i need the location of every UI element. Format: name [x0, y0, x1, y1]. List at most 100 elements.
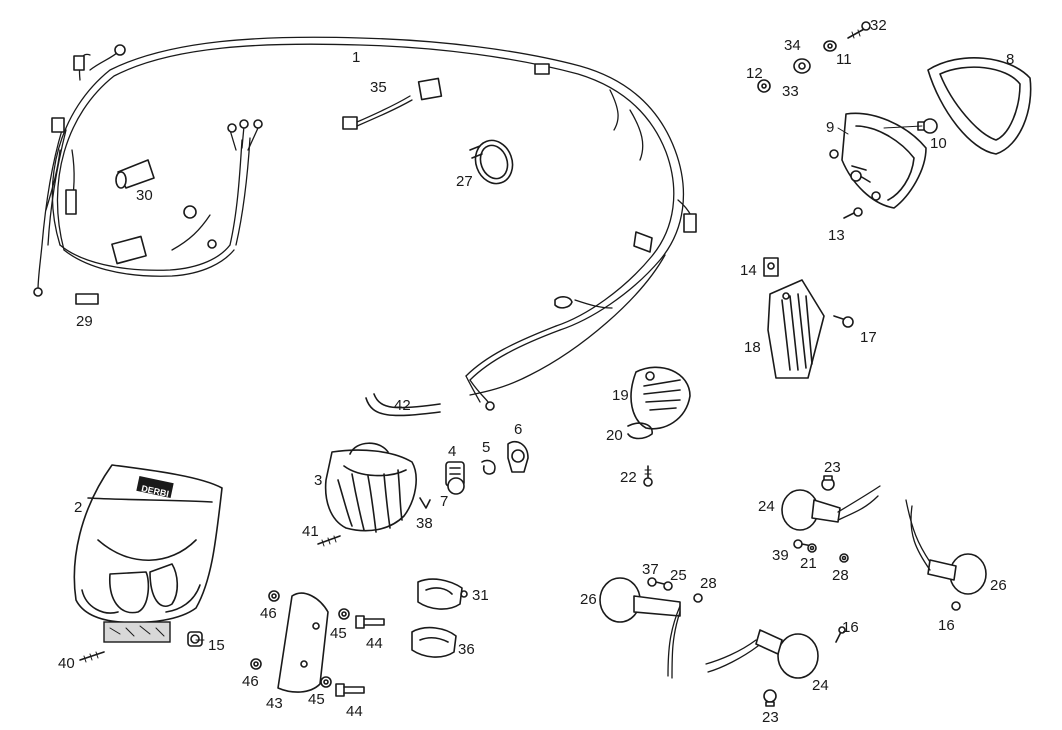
nut-46-bottom: [250, 658, 262, 670]
leader-lines: [195, 125, 923, 641]
indicator-front-right: [705, 629, 819, 679]
label-8: 8: [1006, 51, 1014, 68]
bulb-clip-38: [419, 497, 431, 509]
label-10: 10: [930, 135, 947, 152]
tail-lens: [927, 57, 1032, 155]
screw-37: [647, 577, 665, 587]
screw-17: [833, 315, 854, 328]
indicator-rear-right: [781, 485, 881, 531]
bolt-44-bottom: [335, 683, 365, 697]
label-22: 22: [620, 469, 637, 486]
indicator-rear-left: [905, 499, 987, 595]
label-20: 20: [606, 427, 623, 444]
label-19: 19: [612, 387, 629, 404]
washer-45-bottom: [320, 676, 332, 688]
label-3: 3: [314, 472, 322, 489]
label-18: 18: [744, 339, 761, 356]
label-21: 21: [800, 555, 817, 572]
label-27: 27: [456, 173, 473, 190]
adjust-screw: [317, 535, 341, 547]
screw-40: [79, 651, 105, 663]
front-fairing: DERBI: [73, 464, 223, 643]
screw-39: [793, 539, 813, 549]
label-43: 43: [266, 695, 283, 712]
rubber-cap: [115, 159, 155, 189]
label-23-top: 23: [824, 459, 841, 476]
spacer-34: [793, 58, 811, 74]
label-31: 31: [472, 587, 489, 604]
bolt-44-top: [355, 615, 385, 629]
screw-16-front: [835, 626, 846, 643]
washer-45-top: [338, 608, 350, 620]
screw-22: [643, 465, 653, 487]
label-44-top: 44: [366, 635, 383, 652]
screw-13: [843, 207, 863, 219]
relay-cable: [342, 77, 443, 130]
lamp-holder: [445, 461, 465, 495]
label-24-bottom: 24: [812, 677, 829, 694]
label-46-bottom: 46: [242, 673, 259, 690]
washer-11: [823, 40, 837, 52]
label-28-front: 28: [700, 575, 717, 592]
label-32: 32: [870, 17, 887, 34]
label-45-top: 45: [330, 625, 347, 642]
label-40: 40: [58, 655, 75, 672]
screw-16-right: [951, 601, 961, 611]
label-17: 17: [860, 329, 877, 346]
bracket-36: [411, 626, 457, 658]
label-37: 37: [642, 561, 659, 578]
part-labels: 1 2 3 4 5 6 7 8 9 10 11 12 13 14 15 16 1…: [58, 17, 1014, 726]
label-4: 4: [448, 443, 456, 460]
bracket-31: [417, 578, 468, 610]
tail-housing: [829, 112, 927, 209]
label-35: 35: [370, 79, 387, 96]
label-25: 25: [670, 567, 687, 584]
label-41: 41: [302, 523, 319, 540]
mounting-plate: [277, 592, 329, 693]
bulb-23-top: [821, 475, 835, 491]
horn: [630, 366, 691, 430]
wiring-harness: [33, 36, 697, 411]
label-29: 29: [76, 313, 93, 330]
label-23-bottom: 23: [762, 709, 779, 726]
label-5: 5: [482, 439, 490, 456]
label-11: 11: [836, 51, 852, 68]
label-16-front: 16: [842, 619, 859, 636]
label-28-rear: 28: [832, 567, 849, 584]
label-46-top: 46: [260, 605, 277, 622]
label-24-top: 24: [758, 498, 775, 515]
label-1: 1: [352, 49, 360, 66]
label-12: 12: [746, 65, 763, 82]
label-13: 13: [828, 227, 845, 244]
fuse: [75, 293, 99, 305]
label-38: 38: [416, 515, 433, 532]
indicator-front-left: [599, 577, 681, 679]
bulb-23-bottom: [763, 689, 777, 707]
label-15: 15: [208, 637, 225, 654]
label-9: 9: [826, 119, 834, 136]
label-14: 14: [740, 262, 757, 279]
label-33: 33: [782, 83, 799, 100]
label-34: 34: [784, 37, 801, 54]
clamp-ring: [469, 139, 514, 185]
horn-bracket-20: [627, 422, 653, 440]
label-42: 42: [394, 397, 411, 414]
label-26-left: 26: [580, 591, 597, 608]
label-26-right: 26: [990, 577, 1007, 594]
grommet-15: [187, 631, 203, 647]
nut-46-top: [268, 590, 280, 602]
label-44-bottom: 44: [346, 703, 363, 720]
label-6: 6: [514, 421, 522, 438]
screw-32: [847, 21, 871, 39]
label-30: 30: [136, 187, 153, 204]
nut-28-top: [839, 553, 849, 563]
regulator: [767, 279, 825, 379]
nut-28-front: [693, 593, 703, 603]
hose: [365, 393, 441, 417]
label-36: 36: [458, 641, 475, 658]
label-7: 7: [440, 493, 448, 510]
label-45-bottom: 45: [308, 691, 325, 708]
spring-clip-5: [481, 459, 496, 475]
label-16-rear: 16: [938, 617, 955, 634]
